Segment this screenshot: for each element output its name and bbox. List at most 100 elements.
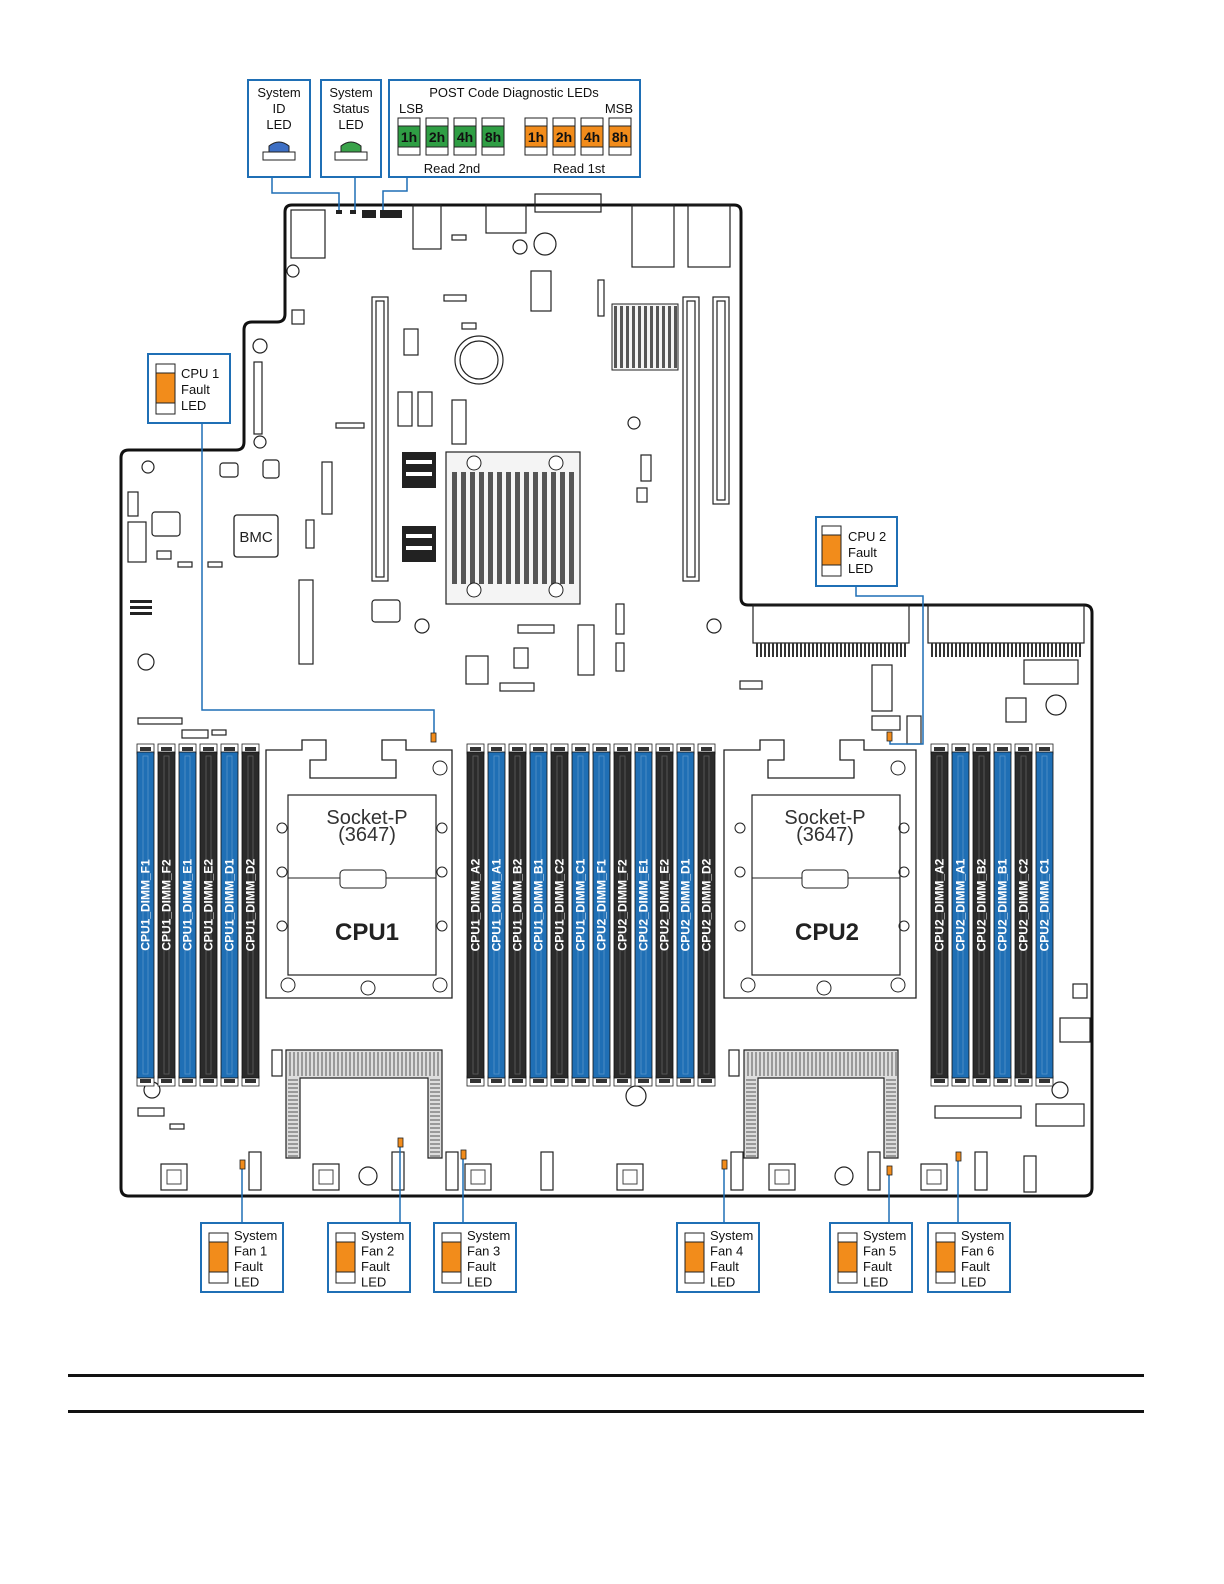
dimm-slot: CPU1_DIMM_B2	[508, 743, 527, 1087]
dimm-slot: CPU2_DIMM_B2	[972, 743, 991, 1087]
dimm-slot: CPU2_DIMM_E1	[634, 743, 653, 1087]
dimm-slot: CPU1_DIMM_E2	[199, 743, 218, 1087]
cpu2-fault-led-icon	[821, 534, 842, 566]
power-connectors	[752, 604, 1085, 644]
post-orange-led-label-0: 1h	[528, 129, 544, 145]
dimm-slot: CPU1_DIMM_E1	[178, 743, 197, 1087]
dimm-slot-label: CPU1_DIMM_F1	[139, 859, 153, 951]
system-status-line-1: System	[329, 85, 372, 100]
fan-4-line-1: System	[710, 1228, 753, 1243]
post-green-led-3: 8h	[481, 117, 505, 156]
fan-5-line-2: Fan 5	[863, 1244, 896, 1259]
dimm-slots: CPU1_DIMM_F1 CPU1_DIMM_F2 CPU1_DIMM_E1 CPU1…	[136, 743, 1054, 1087]
fan-2-fault-led-icon	[335, 1241, 356, 1273]
fan-signal-header	[974, 1151, 988, 1191]
fan-power-header	[768, 1163, 796, 1191]
cpu2-socket-number: (3647)	[796, 824, 854, 846]
dimm-slot-label: CPU2_DIMM_F2	[616, 859, 630, 951]
fan-3-line-4: LED	[467, 1275, 492, 1290]
cpu2-fault-line-1: CPU 2	[848, 529, 886, 544]
dimm-slot-label: CPU2_DIMM_C1	[1038, 858, 1052, 951]
dimm-slot: CPU1_DIMM_F2	[157, 743, 176, 1087]
post-code-msb: MSB	[605, 101, 633, 116]
dimm-slot-label: CPU1_DIMM_E1	[181, 859, 195, 951]
dimm-slot: CPU1_DIMM_A2	[466, 743, 485, 1087]
system-status-line-3: LED	[338, 117, 363, 132]
fan-power-header	[312, 1163, 340, 1191]
fan-5-fault-led-icon	[837, 1241, 858, 1273]
post-orange-led-2: 4h	[580, 117, 604, 156]
post-orange-led-label-1: 2h	[556, 129, 572, 145]
post-code-read-1st: Read 1st	[553, 161, 605, 176]
fan-power-header	[160, 1163, 188, 1191]
fan-4-line-2: Fan 4	[710, 1244, 743, 1259]
top-rule	[68, 1374, 1144, 1377]
dimm-slot-label: CPU2_DIMM_E1	[637, 859, 651, 951]
callout-leader-lines-top	[271, 177, 408, 210]
post-orange-led-0: 1h	[524, 117, 548, 156]
fan-2-line-3: Fault	[361, 1259, 390, 1274]
fan-signal-header	[540, 1151, 554, 1191]
cpu1-heatsink-bracket	[285, 1049, 443, 1159]
dimm-slot-label: CPU2_DIMM_E2	[658, 859, 672, 951]
fan-1-line-4: LED	[234, 1275, 259, 1290]
dimm-slot-label: CPU2_DIMM_D1	[679, 858, 693, 951]
fan-3-fault-led-icon	[441, 1241, 462, 1273]
system-status-led-callout: System Status LED	[320, 79, 382, 178]
fan-1-fault-led-icon	[208, 1241, 229, 1273]
fan-2-line-2: Fan 2	[361, 1244, 394, 1259]
dimm-slot: CPU2_DIMM_D1	[676, 743, 695, 1087]
fan-4-line-3: Fault	[710, 1259, 739, 1274]
dimm-slot-label: CPU2_DIMM_B2	[975, 858, 989, 951]
dimm-slot: CPU1_DIMM_C2	[550, 743, 569, 1087]
dimm-slot-label: CPU2_DIMM_A1	[954, 858, 968, 951]
system-id-line-1: System	[257, 85, 300, 100]
dimm-slot-label: CPU1_DIMM_E2	[202, 859, 216, 951]
dimm-slot: CPU2_DIMM_F2	[613, 743, 632, 1087]
misc-bottom	[358, 1155, 1037, 1193]
rear-io-connectors	[290, 193, 731, 312]
fan-5-line-3: Fault	[863, 1259, 892, 1274]
fan-3-line-1: System	[467, 1228, 510, 1243]
system-status-led-icon	[334, 151, 368, 161]
bottom-rule	[68, 1410, 1144, 1413]
fan-3-line-3: Fault	[467, 1259, 496, 1274]
fan-3-line-2: Fan 3	[467, 1244, 500, 1259]
dimm-slot-label: CPU1_DIMM_C1	[574, 858, 588, 951]
dimm-slot-label: CPU1_DIMM_B1	[532, 858, 546, 951]
system-status-line-2: Status	[333, 101, 370, 116]
post-code-read-2nd: Read 2nd	[424, 161, 480, 176]
fan-signal-header	[867, 1151, 881, 1191]
system-id-line-3: LED	[266, 117, 291, 132]
sata-ports	[402, 452, 436, 562]
dimm-slot: CPU2_DIMM_E2	[655, 743, 674, 1087]
post-green-led-label-2: 4h	[457, 129, 473, 145]
top-led-cluster	[336, 210, 402, 218]
fan-signal-header	[445, 1151, 459, 1191]
cpu2-label: CPU2	[795, 919, 859, 946]
fan-2-line-1: System	[361, 1228, 404, 1243]
cpu1-fault-line-3: LED	[181, 398, 206, 413]
cpu1-fault-line-1: CPU 1	[181, 366, 219, 381]
fan-6-fault-led-icon	[935, 1241, 956, 1273]
fan-4-line-4: LED	[710, 1275, 735, 1290]
post-green-led-label-3: 8h	[485, 129, 501, 145]
dimm-slot-label: CPU1_DIMM_F2	[160, 859, 174, 951]
fan-signal-header	[248, 1151, 262, 1191]
dimm-slot: CPU2_DIMM_A2	[930, 743, 949, 1087]
fan-power-header	[920, 1163, 948, 1191]
fan-1-line-2: Fan 1	[234, 1244, 267, 1259]
cpu1-socket-number: (3647)	[338, 824, 396, 846]
post-code-lsb: LSB	[399, 101, 424, 116]
dimm-slot: CPU2_DIMM_B1	[993, 743, 1012, 1087]
dimm-slot: CPU1_DIMM_B1	[529, 743, 548, 1087]
dimm-slot: CPU2_DIMM_C2	[1014, 743, 1033, 1087]
post-green-led-2: 4h	[453, 117, 477, 156]
dimm-slot-label: CPU1_DIMM_D1	[223, 858, 237, 951]
cpu1-fault-led-callout: CPU 1 Fault LED	[147, 353, 437, 743]
